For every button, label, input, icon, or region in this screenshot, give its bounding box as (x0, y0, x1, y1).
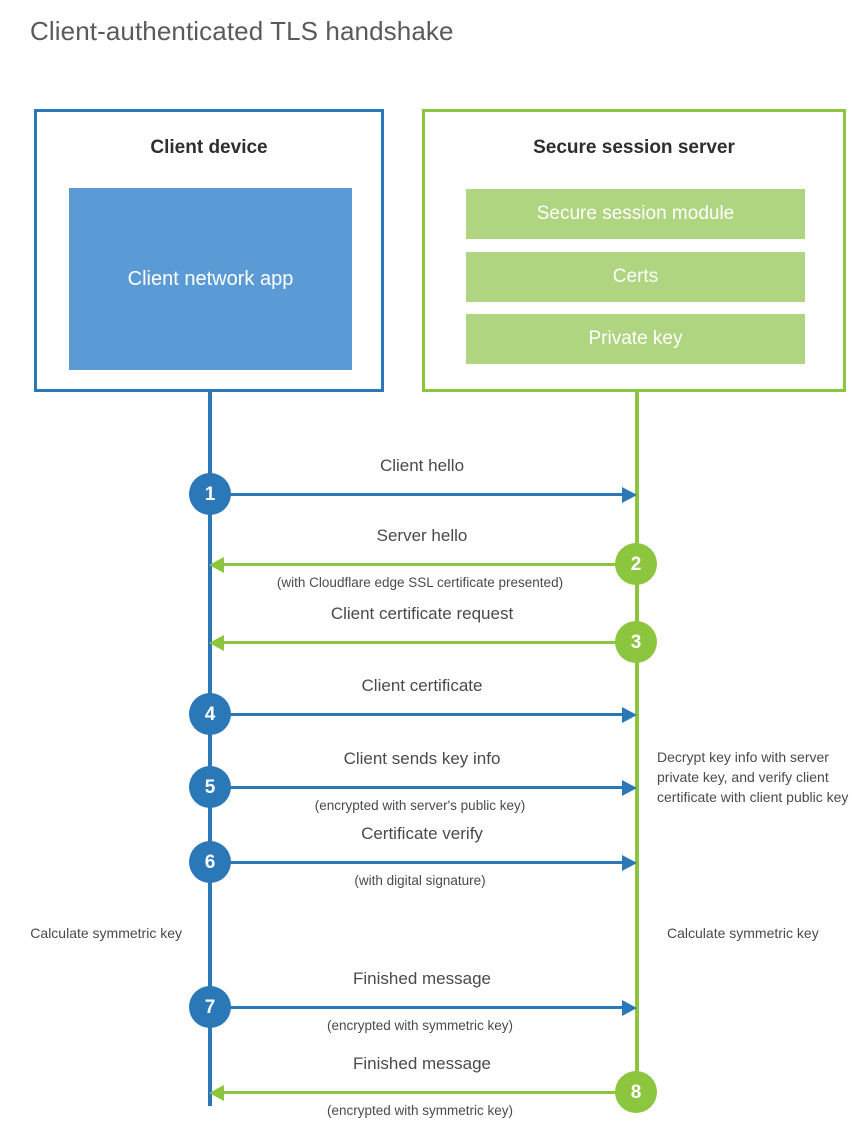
arrow-head-icon-step-7 (622, 1000, 637, 1016)
arrow-head-icon-step-2 (209, 557, 224, 573)
arrow-line-step-2 (212, 563, 636, 566)
message-label-step-1: Client hello (379, 456, 465, 475)
server-component-secure-session-module: Secure session module (466, 189, 805, 239)
client-device-box: Client device Client network app (34, 109, 384, 392)
step-number-badge-6: 6 (189, 841, 231, 883)
arrow-line-step-6 (210, 861, 634, 864)
message-label-step-8: Finished message (353, 1054, 491, 1073)
arrow-head-icon-step-1 (622, 487, 637, 503)
arrow-line-step-7 (210, 1006, 634, 1009)
arrow-head-icon-step-5 (622, 780, 637, 796)
server-lifeline (635, 392, 639, 1106)
message-sublabel-step-7: (encrypted with symmetric key) (326, 1018, 514, 1033)
arrow-head-icon-step-8 (209, 1085, 224, 1101)
arrow-line-step-3 (212, 641, 636, 644)
client-device-title: Client device (150, 137, 268, 158)
arrow-head-icon-step-4 (622, 707, 637, 723)
page-title: Client-authenticated TLS handshake (30, 16, 454, 46)
message-label-step-5: Client sends key info (343, 749, 501, 768)
note-client-calculate-symmetric-key: Calculate symmetric key (30, 925, 182, 941)
message-sublabel-step-6: (with digital signature) (354, 873, 486, 888)
message-label-step-7: Finished message (353, 969, 491, 988)
step-number-badge-1: 1 (189, 473, 231, 515)
message-label-step-3: Client certificate request (330, 604, 514, 623)
step-number-badge-2: 2 (615, 543, 657, 585)
step-number-badge-8: 8 (615, 1071, 657, 1113)
server-component-certs: Certs (466, 252, 805, 302)
arrow-head-icon-step-3 (209, 635, 224, 651)
message-sublabel-step-5: (encrypted with server's public key) (314, 798, 526, 813)
arrow-line-step-5 (210, 786, 634, 789)
step-number-badge-3: 3 (615, 621, 657, 663)
secure-session-server-title: Secure session server (533, 137, 735, 158)
arrow-line-step-1 (210, 493, 634, 496)
step-number-badge-7: 7 (189, 986, 231, 1028)
server-component-private-key: Private key (466, 314, 805, 364)
message-sublabel-step-8: (encrypted with symmetric key) (326, 1103, 514, 1118)
message-label-step-2: Server hello (376, 526, 468, 545)
arrow-line-step-4 (210, 713, 634, 716)
message-label-step-6: Certificate verify (361, 824, 483, 843)
message-label-step-4: Client certificate (361, 676, 483, 695)
client-lifeline (208, 392, 212, 1106)
message-sublabel-step-2: (with Cloudflare edge SSL certificate pr… (276, 575, 564, 590)
note-server-calculate-symmetric-key: Calculate symmetric key (667, 925, 819, 941)
step-number-badge-4: 4 (189, 693, 231, 735)
arrow-line-step-8 (212, 1091, 636, 1094)
step-number-badge-5: 5 (189, 766, 231, 808)
secure-session-server-box: Secure session server Secure session mod… (422, 109, 846, 392)
note-server-decrypt: Decrypt key info with server private key… (657, 749, 849, 805)
arrow-head-icon-step-6 (622, 855, 637, 871)
client-network-app-block: Client network app (69, 188, 352, 370)
